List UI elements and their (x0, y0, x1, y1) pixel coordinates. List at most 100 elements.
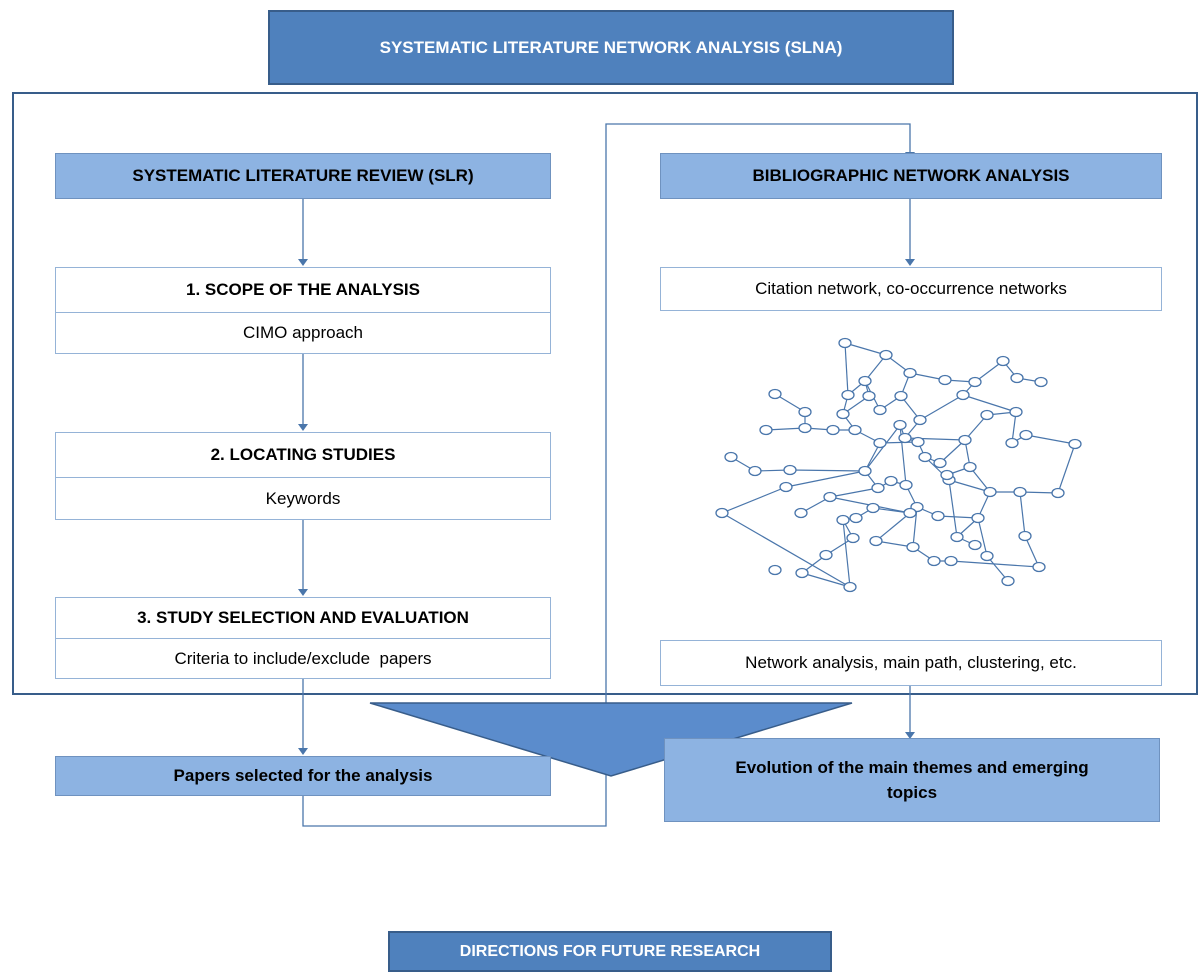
network-node (1013, 486, 1027, 498)
diagram-title: SYSTEMATIC LITERATURE NETWORK ANALYSIS (… (379, 37, 843, 57)
slna-frame (12, 92, 1198, 695)
network-node (894, 390, 908, 402)
network-node (1034, 376, 1048, 388)
network-node (968, 539, 982, 551)
network-edge (919, 394, 964, 421)
diagram-title-box: SYSTEMATIC LITERATURE NETWORK ANALYSIS (… (268, 10, 954, 85)
network-node (836, 408, 850, 420)
network-node (996, 355, 1010, 367)
network-node (826, 424, 840, 436)
bna-networks: Citation network, co-occurrence networks (660, 267, 1162, 311)
network-node (931, 510, 945, 522)
network-node (873, 404, 887, 416)
network-node (911, 436, 925, 448)
network-edge (721, 512, 851, 588)
network-node (873, 437, 887, 449)
network-node (963, 461, 977, 473)
step2-detail: Keywords (55, 477, 551, 520)
network-node (819, 549, 833, 561)
network-node (913, 414, 927, 426)
step2-title: 2. LOCATING STUDIES (55, 432, 551, 478)
network-edge (829, 487, 879, 498)
step1-title: 1. SCOPE OF THE ANALYSIS (55, 267, 551, 313)
network-node (841, 389, 855, 401)
network-node (893, 419, 907, 431)
network-node (715, 507, 729, 519)
network-node (1019, 429, 1033, 441)
network-edge (1011, 411, 1017, 444)
network-node (898, 432, 912, 444)
network-edge (785, 470, 866, 488)
network-node (858, 465, 872, 477)
network-edge (801, 572, 851, 588)
network-node (798, 422, 812, 434)
network-node (899, 479, 913, 491)
network-node (1009, 406, 1023, 418)
network-node (1068, 438, 1082, 450)
network-edge (842, 519, 851, 588)
network-edge (789, 469, 866, 472)
network-edge (948, 479, 958, 538)
network-edge (937, 515, 979, 519)
network-edge (950, 560, 1040, 568)
network-node (918, 451, 932, 463)
network-node (759, 424, 773, 436)
network-node (983, 486, 997, 498)
step3-title: 3. STUDY SELECTION AND EVALUATION (55, 597, 551, 639)
network-node (903, 367, 917, 379)
network-node (768, 388, 782, 400)
network-node (950, 531, 964, 543)
network-node (846, 532, 860, 544)
network-illustration (715, 337, 1082, 593)
network-edge (864, 424, 901, 472)
network-node (783, 464, 797, 476)
network-node (836, 514, 850, 526)
network-node (1032, 561, 1046, 573)
network-edge (1025, 434, 1076, 445)
bna-output: Evolution of the main themes and emergin… (664, 738, 1160, 822)
network-edge (844, 342, 887, 356)
network-node (779, 481, 793, 493)
network-node (838, 337, 852, 349)
network-node (869, 535, 883, 547)
footer-box: DIRECTIONS FOR FUTURE RESEARCH (388, 931, 832, 972)
network-node (748, 465, 762, 477)
network-node (879, 349, 893, 361)
network-edge (948, 479, 991, 493)
network-edge (962, 394, 1017, 413)
network-node (794, 507, 808, 519)
network-node (956, 389, 970, 401)
network-node (1051, 487, 1065, 499)
network-node (971, 512, 985, 524)
network-node (823, 491, 837, 503)
network-node (884, 475, 898, 487)
network-node (1005, 437, 1019, 449)
network-node (1001, 575, 1015, 587)
network-node (968, 376, 982, 388)
step3-detail: Criteria to include/exclude papers (55, 638, 551, 679)
network-edge (977, 517, 988, 557)
network-node (862, 390, 876, 402)
network-node (933, 457, 947, 469)
network-edge (1024, 535, 1040, 568)
network-edge (1057, 443, 1076, 494)
network-node (843, 581, 857, 593)
network-node (980, 550, 994, 562)
network-node (1018, 530, 1032, 542)
bna-header: BIBLIOGRAPHIC NETWORK ANALYSIS (660, 153, 1162, 199)
network-node (795, 567, 809, 579)
network-node (866, 502, 880, 514)
network-node (927, 555, 941, 567)
network-node (858, 375, 872, 387)
network-node (798, 406, 812, 418)
network-node (903, 507, 917, 519)
slr-header: SYSTEMATIC LITERATURE REVIEW (SLR) (55, 153, 551, 199)
network-node (1010, 372, 1024, 384)
network-node (724, 451, 738, 463)
network-node (958, 434, 972, 446)
network-edge (721, 486, 787, 514)
network-node (938, 374, 952, 386)
bna-analysis: Network analysis, main path, clustering,… (660, 640, 1162, 686)
slr-output: Papers selected for the analysis (55, 756, 551, 796)
network-node (940, 469, 954, 481)
